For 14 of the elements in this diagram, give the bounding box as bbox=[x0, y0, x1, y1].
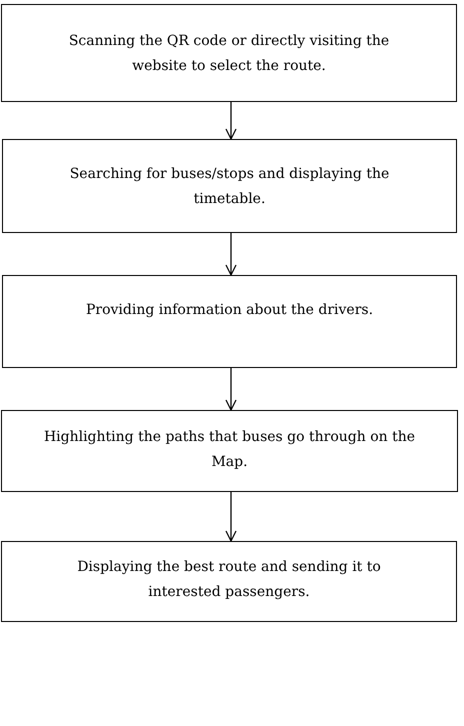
step-text: Displaying the best route and sending it to interested passengers. bbox=[76, 558, 382, 602]
step-text: Highlighting the paths that buses go through on the Map. bbox=[42, 428, 416, 472]
step-text: Scanning the QR code or directly visiting the website to select the route. bbox=[68, 32, 390, 76]
step-text: Providing information about the drivers. bbox=[86, 301, 374, 320]
arrow bbox=[225, 492, 237, 542]
arrow bbox=[225, 102, 237, 140]
arrow bbox=[225, 233, 237, 276]
process-box bbox=[1, 4, 457, 102]
process-box bbox=[2, 139, 457, 233]
process-box bbox=[2, 275, 457, 368]
arrow bbox=[225, 368, 237, 411]
process-box bbox=[1, 541, 457, 622]
step-text: Searching for buses/stops and displaying the timetable. bbox=[68, 165, 390, 209]
process-box bbox=[1, 410, 458, 492]
